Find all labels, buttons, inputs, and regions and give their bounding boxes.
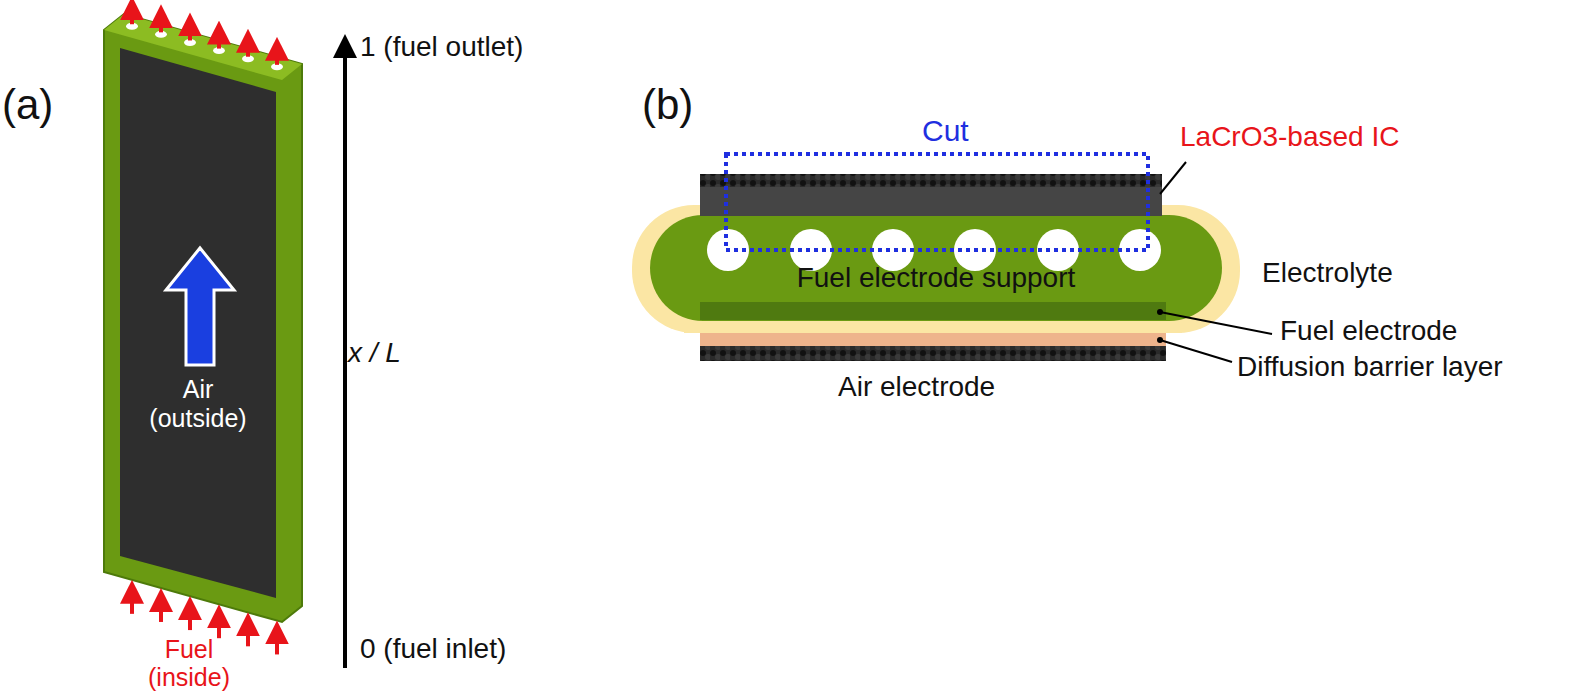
part-name: Diffusion barrier layer [1237, 352, 1503, 383]
panel-label: (b) [642, 82, 693, 128]
fuel-in-arrow [130, 592, 134, 614]
axis-label: 0 (fuel inlet) [360, 634, 506, 665]
part-name: Fuel electrode [1280, 316, 1457, 347]
axis-line [343, 52, 347, 668]
fuel-in-arrow [217, 616, 221, 638]
cut-label: Cut [922, 114, 969, 147]
cell-face: Air (outside) [122, 375, 274, 455]
fuel-out-arrow [246, 41, 250, 57]
leader-dot [1157, 309, 1163, 315]
leader-dot [1157, 337, 1163, 343]
node-text: Air (outside) [149, 375, 246, 455]
node-text: Fuel electrode support [797, 262, 1076, 302]
fuel-out-arrow [217, 33, 221, 49]
fuel-out-arrow [188, 24, 192, 40]
fuel-in-arrow [188, 608, 192, 630]
leader-line [1160, 340, 1232, 362]
axis-label: x / L [348, 338, 401, 369]
panel-label: (a) [2, 82, 53, 128]
part-name: Air electrode [838, 372, 995, 403]
cross-section [632, 174, 1240, 361]
fuel-out-arrow [130, 8, 134, 24]
flat-tube-cell [104, 14, 302, 622]
part-name: LaCrO3-based IC [1180, 122, 1399, 153]
axis-label: 1 (fuel outlet) [360, 32, 523, 63]
leader-line [1160, 162, 1186, 194]
fuel-out-arrow [275, 49, 279, 65]
leader-line [1160, 312, 1272, 334]
air-arrow [166, 248, 234, 365]
cut-outline [726, 154, 1148, 250]
part-name: Electrolyte [1262, 258, 1393, 289]
fuel-out-arrow [159, 16, 163, 32]
fuel-arrows [132, 8, 277, 654]
axis-head [333, 34, 357, 58]
fuel-in-arrow [275, 632, 279, 654]
fuel-in-arrow [246, 624, 250, 646]
fuel-in-arrow [159, 600, 163, 622]
fuel-label: Fuel (inside) [148, 636, 230, 691]
fuel-channel [1119, 229, 1161, 271]
support-body: Fuel electrode support [650, 262, 1222, 302]
